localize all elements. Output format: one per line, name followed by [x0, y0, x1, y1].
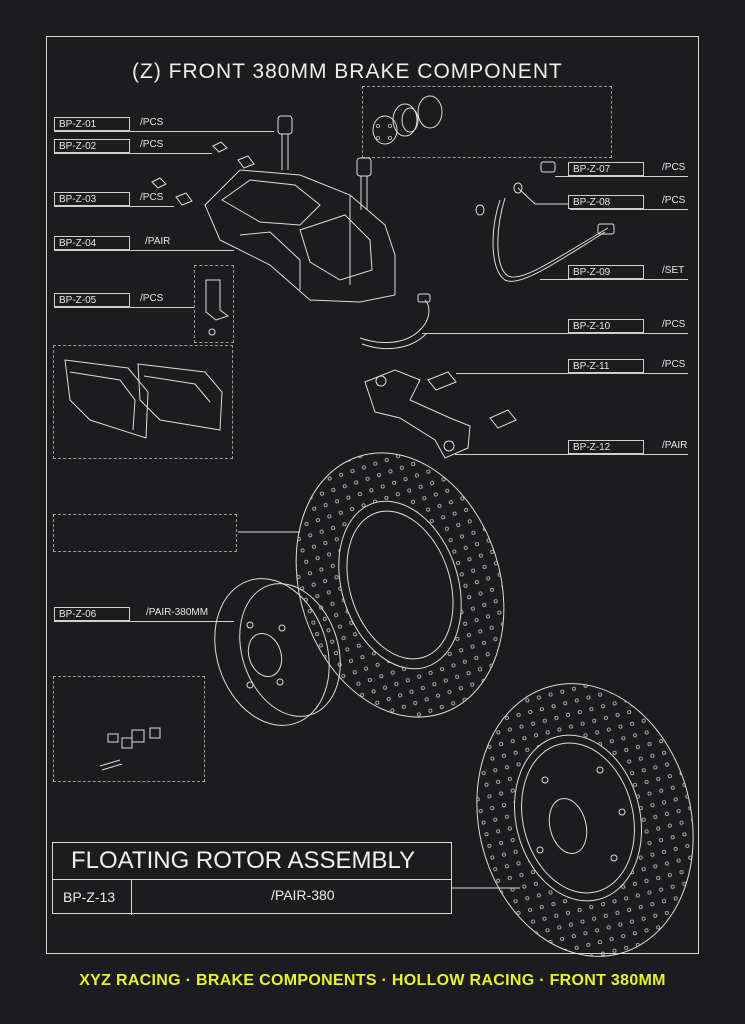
part-code-bp-z-11: BP-Z-11: [568, 359, 644, 373]
part-code-bp-z-05: BP-Z-05: [54, 293, 130, 307]
brake-rotor-icon: [295, 452, 505, 718]
part-code-bp-z-09: BP-Z-09: [568, 265, 644, 279]
leader-bp-z-11: [456, 373, 688, 374]
diagram-title: (Z) FRONT 380MM BRAKE COMPONENT: [132, 60, 563, 83]
rotor-hardware-icon: [99, 727, 161, 771]
part-qty-bp-z-03: /PCS: [140, 192, 164, 203]
part-code-bp-z-07: BP-Z-07: [568, 162, 644, 176]
caliper-icon: [204, 169, 396, 303]
footer-caption: XYZ RACING · BRAKE COMPONENTS · HOLLOW R…: [79, 972, 666, 989]
hose-fitting-icon: [475, 161, 556, 216]
part-code-bp-z-12: BP-Z-12: [568, 440, 644, 454]
pad-clip-icon: [205, 279, 230, 336]
leader-bp-z-09: [540, 279, 688, 280]
assembly-title-block: FLOATING ROTOR ASSEMBLY BP-Z-13 /PAIR-38…: [52, 842, 452, 915]
leader-bp-z-01: [54, 131, 274, 132]
part-qty-bp-z-08: /PCS: [662, 195, 686, 206]
brake-line-icon: [492, 197, 615, 282]
part-code-bp-z-06: BP-Z-06: [54, 607, 130, 621]
part-code-bp-z-02: BP-Z-02: [54, 139, 130, 153]
mounting-bracket-icon: [364, 369, 471, 459]
part-code-bp-z-04: BP-Z-04: [54, 236, 130, 250]
clip-box: [194, 265, 234, 343]
part-qty-bp-z-05: /PCS: [140, 293, 164, 304]
bracket-bolt-icon: [427, 371, 517, 429]
part-qty-bp-z-04: /PAIR: [145, 236, 171, 247]
title-block-divider: [131, 879, 132, 915]
part-code-bp-z-01: BP-Z-01: [54, 117, 130, 131]
part-qty-bp-z-09: /SET: [662, 265, 685, 276]
leader-bp-z-08: [570, 209, 688, 210]
seal-kit-box: [362, 86, 612, 158]
seal-kit-icon: [372, 95, 443, 145]
rotor-hat-icon: [214, 578, 341, 726]
part-qty-bp-z-12: /PAIR: [662, 440, 688, 451]
short-hose-icon: [359, 293, 431, 350]
leader-bp-z-12: [455, 454, 688, 455]
empty-label-box: [53, 514, 237, 552]
brake-pad-icon: [64, 359, 223, 439]
title-block-divider: [53, 879, 451, 880]
hardware-box: [53, 676, 205, 782]
part-qty-bp-z-02: /PCS: [140, 139, 164, 150]
part-code-bp-z-10: BP-Z-10: [568, 319, 644, 333]
bleed-screw-icon: [151, 141, 255, 206]
floating-rotor-assembly-icon: [476, 683, 694, 957]
assembly-code: BP-Z-13: [63, 889, 116, 905]
leader-bp-z-05: [54, 307, 194, 308]
part-qty-bp-z-10: /PCS: [662, 319, 686, 330]
assembly-qty: /PAIR-380: [271, 887, 335, 903]
assembly-title: FLOATING ROTOR ASSEMBLY: [71, 847, 416, 874]
leader-bp-z-03: [54, 206, 174, 207]
caliper-bolt-icon: [277, 115, 372, 210]
part-qty-bp-z-06: /PAIR-380MM: [146, 607, 209, 618]
leader-bp-z-10: [422, 333, 688, 334]
part-qty-bp-z-11: /PCS: [662, 359, 686, 370]
part-code-bp-z-03: BP-Z-03: [54, 192, 130, 206]
part-qty-bp-z-01: /PCS: [140, 117, 164, 128]
leader-bp-z-07: [555, 176, 688, 177]
brake-pad-box: [53, 345, 233, 459]
leader-bp-z-04: [54, 250, 234, 251]
leader-bp-z-02: [54, 153, 212, 154]
drawing-frame: [46, 36, 699, 954]
part-code-bp-z-08: BP-Z-08: [568, 195, 644, 209]
part-qty-bp-z-07: /PCS: [662, 162, 686, 173]
leader-bp-z-06: [54, 621, 234, 622]
